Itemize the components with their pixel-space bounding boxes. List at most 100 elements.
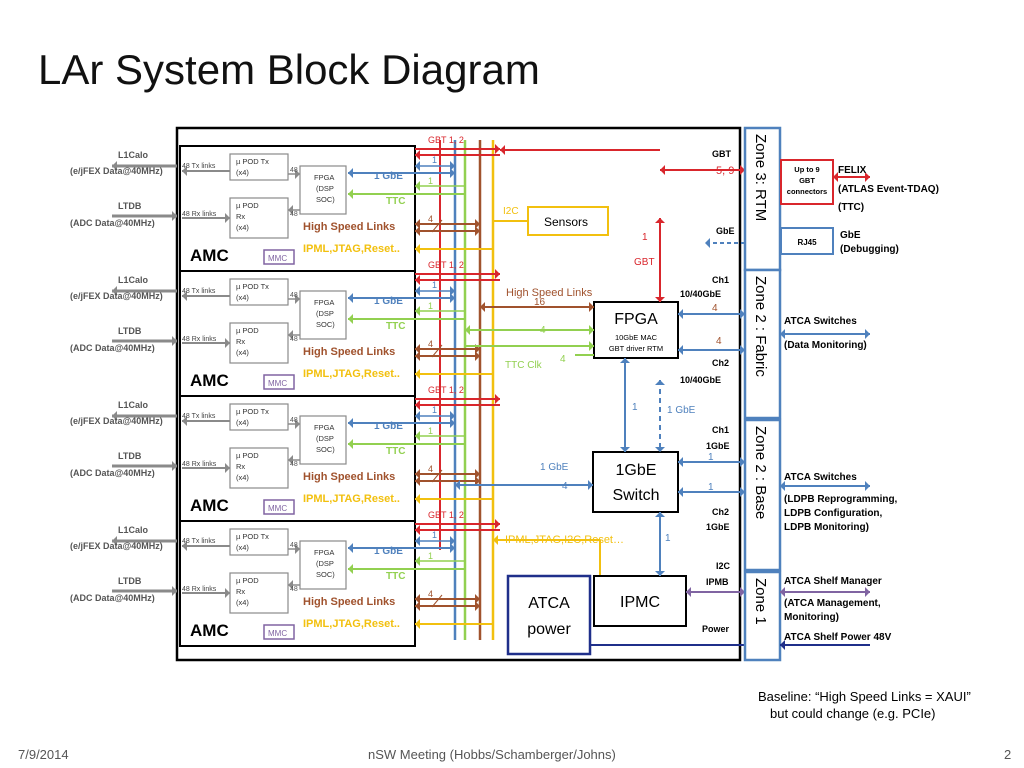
pod-tx-label: µ POD Tx [236,282,269,291]
arrow-head [780,640,785,650]
arrow-head [288,580,293,590]
arrow-head [295,169,300,179]
arrow-head [415,476,420,486]
rx-links-label: 48 Rx links [182,336,217,343]
tx-links-label: 48 Tx links [182,538,216,545]
arrow-head [288,330,293,340]
ipmc-label: IPMC [620,594,660,611]
arrow-head [415,286,420,296]
arrow-head [655,571,665,576]
amc-label: AMC [190,246,229,265]
arrow-head [415,411,420,421]
amc-label: AMC [190,496,229,515]
gbe-label: 1 GbE [540,462,569,473]
gbt-conn-label-1: Up to 9 [794,165,819,174]
pod-rx-count: (x4) [236,598,249,607]
bus-count-16: 16 [534,297,546,308]
arrow-head [225,463,230,473]
arrow-head [415,219,420,229]
footer-meeting: nSW Meeting (Hobbs/Schamberger/Johns) [368,747,616,762]
amc-fpga-dsp: (DSP [316,184,334,193]
ldpb-configuration: LDPB Configuration, [784,508,883,519]
jfex-label: (e/jFEX Data@40MHz) [70,291,163,301]
pod-tx-label: µ POD Tx [236,532,269,541]
rx-links-label: 48 Rx links [182,461,217,468]
pod-rx-label: µ POD [236,201,259,210]
arrow-head [865,329,870,339]
arrow-head [833,172,838,182]
debug-gbe-label: GbE [840,230,861,241]
high-speed-links-label: High Speed Links [303,346,395,358]
bus-count: 1 [632,402,638,413]
arrow-head [655,447,665,452]
arrow-head [495,144,500,154]
arrow-head [465,325,470,335]
atca-switches-label: ATCA Switches [784,316,857,327]
bus-count: 1 [432,280,437,290]
arrow-head [415,275,420,285]
ltdb-label: LTDB [118,576,142,586]
arrow-head [112,411,117,421]
arrow-head [740,587,745,597]
arrow-head [172,586,177,596]
bus-width-tick [431,594,443,608]
arrow-head [475,469,480,479]
arrow-head [780,481,785,491]
ipml-center-label: IPML,JTAG,I2C,Reset… [505,534,624,546]
atca-management-label: (ATCA Management, [784,598,881,609]
mmc-box [263,249,295,265]
num-48: 48 [290,167,298,174]
bus-count: 1 [428,301,433,311]
zone-3-rtm [743,126,782,272]
bus-count: 4 [428,464,433,474]
i2c-label: I2C [503,206,519,217]
arrow-head [455,480,460,490]
arrow-head [415,601,420,611]
atca-monitoring-label: Monitoring) [784,612,839,623]
arrow-head [348,543,353,553]
rj45-label: RJ45 [797,238,817,247]
arrow-head [348,293,353,303]
ltdb-label: LTDB [118,451,142,461]
arrow-head [678,457,683,467]
ipmb-i2c: I2C [716,561,731,571]
adc-label: (ADC Data@40MHz) [70,593,155,603]
arrow-head [480,302,485,312]
pod-tx-box [229,153,289,181]
arrow-head [865,481,870,491]
arrow-head [225,213,230,223]
zone-2-base-label: Zone 2 : Base [752,426,769,519]
pod-rx-count: (x4) [236,223,249,232]
pod-rx-label: µ POD [236,576,259,585]
high-speed-links-label: High Speed Links [303,221,395,233]
arrow-head [740,165,745,175]
ltdb-label: LTDB [118,201,142,211]
pod-rx-label: µ POD [236,326,259,335]
arrow-head [348,564,353,574]
arrow-head [288,455,293,465]
base-ch1: Ch1 [712,425,729,435]
arrow-head [678,309,683,319]
pod-tx-box [229,528,289,556]
arrow-head [182,166,187,176]
atca-power-box [506,574,592,656]
gbe-switch-box [592,451,679,513]
high-speed-links-label: High Speed Links [303,471,395,483]
gbe-label: 1 GbE [667,405,696,416]
ltdb-label: LTDB [118,326,142,336]
footer-page-number: 2 [1004,747,1012,762]
arrow-head [172,336,177,346]
arrow-head [678,487,683,497]
arrow-head [865,587,870,597]
l1calo-label: L1Calo [118,150,149,160]
arrow-head [225,338,230,348]
mmc-label: MMC [268,254,287,263]
arrow-head [415,400,420,410]
amc-fpga-box [299,165,347,215]
felix-sub-label: (ATLAS Event-TDAQ) [838,184,939,195]
bus-count: 1 [665,533,671,544]
arrow-head [686,587,691,597]
center-hsl-label: High Speed Links [506,287,593,299]
rtm-gbe-label: GbE [716,226,735,236]
arrow-head [450,418,455,428]
